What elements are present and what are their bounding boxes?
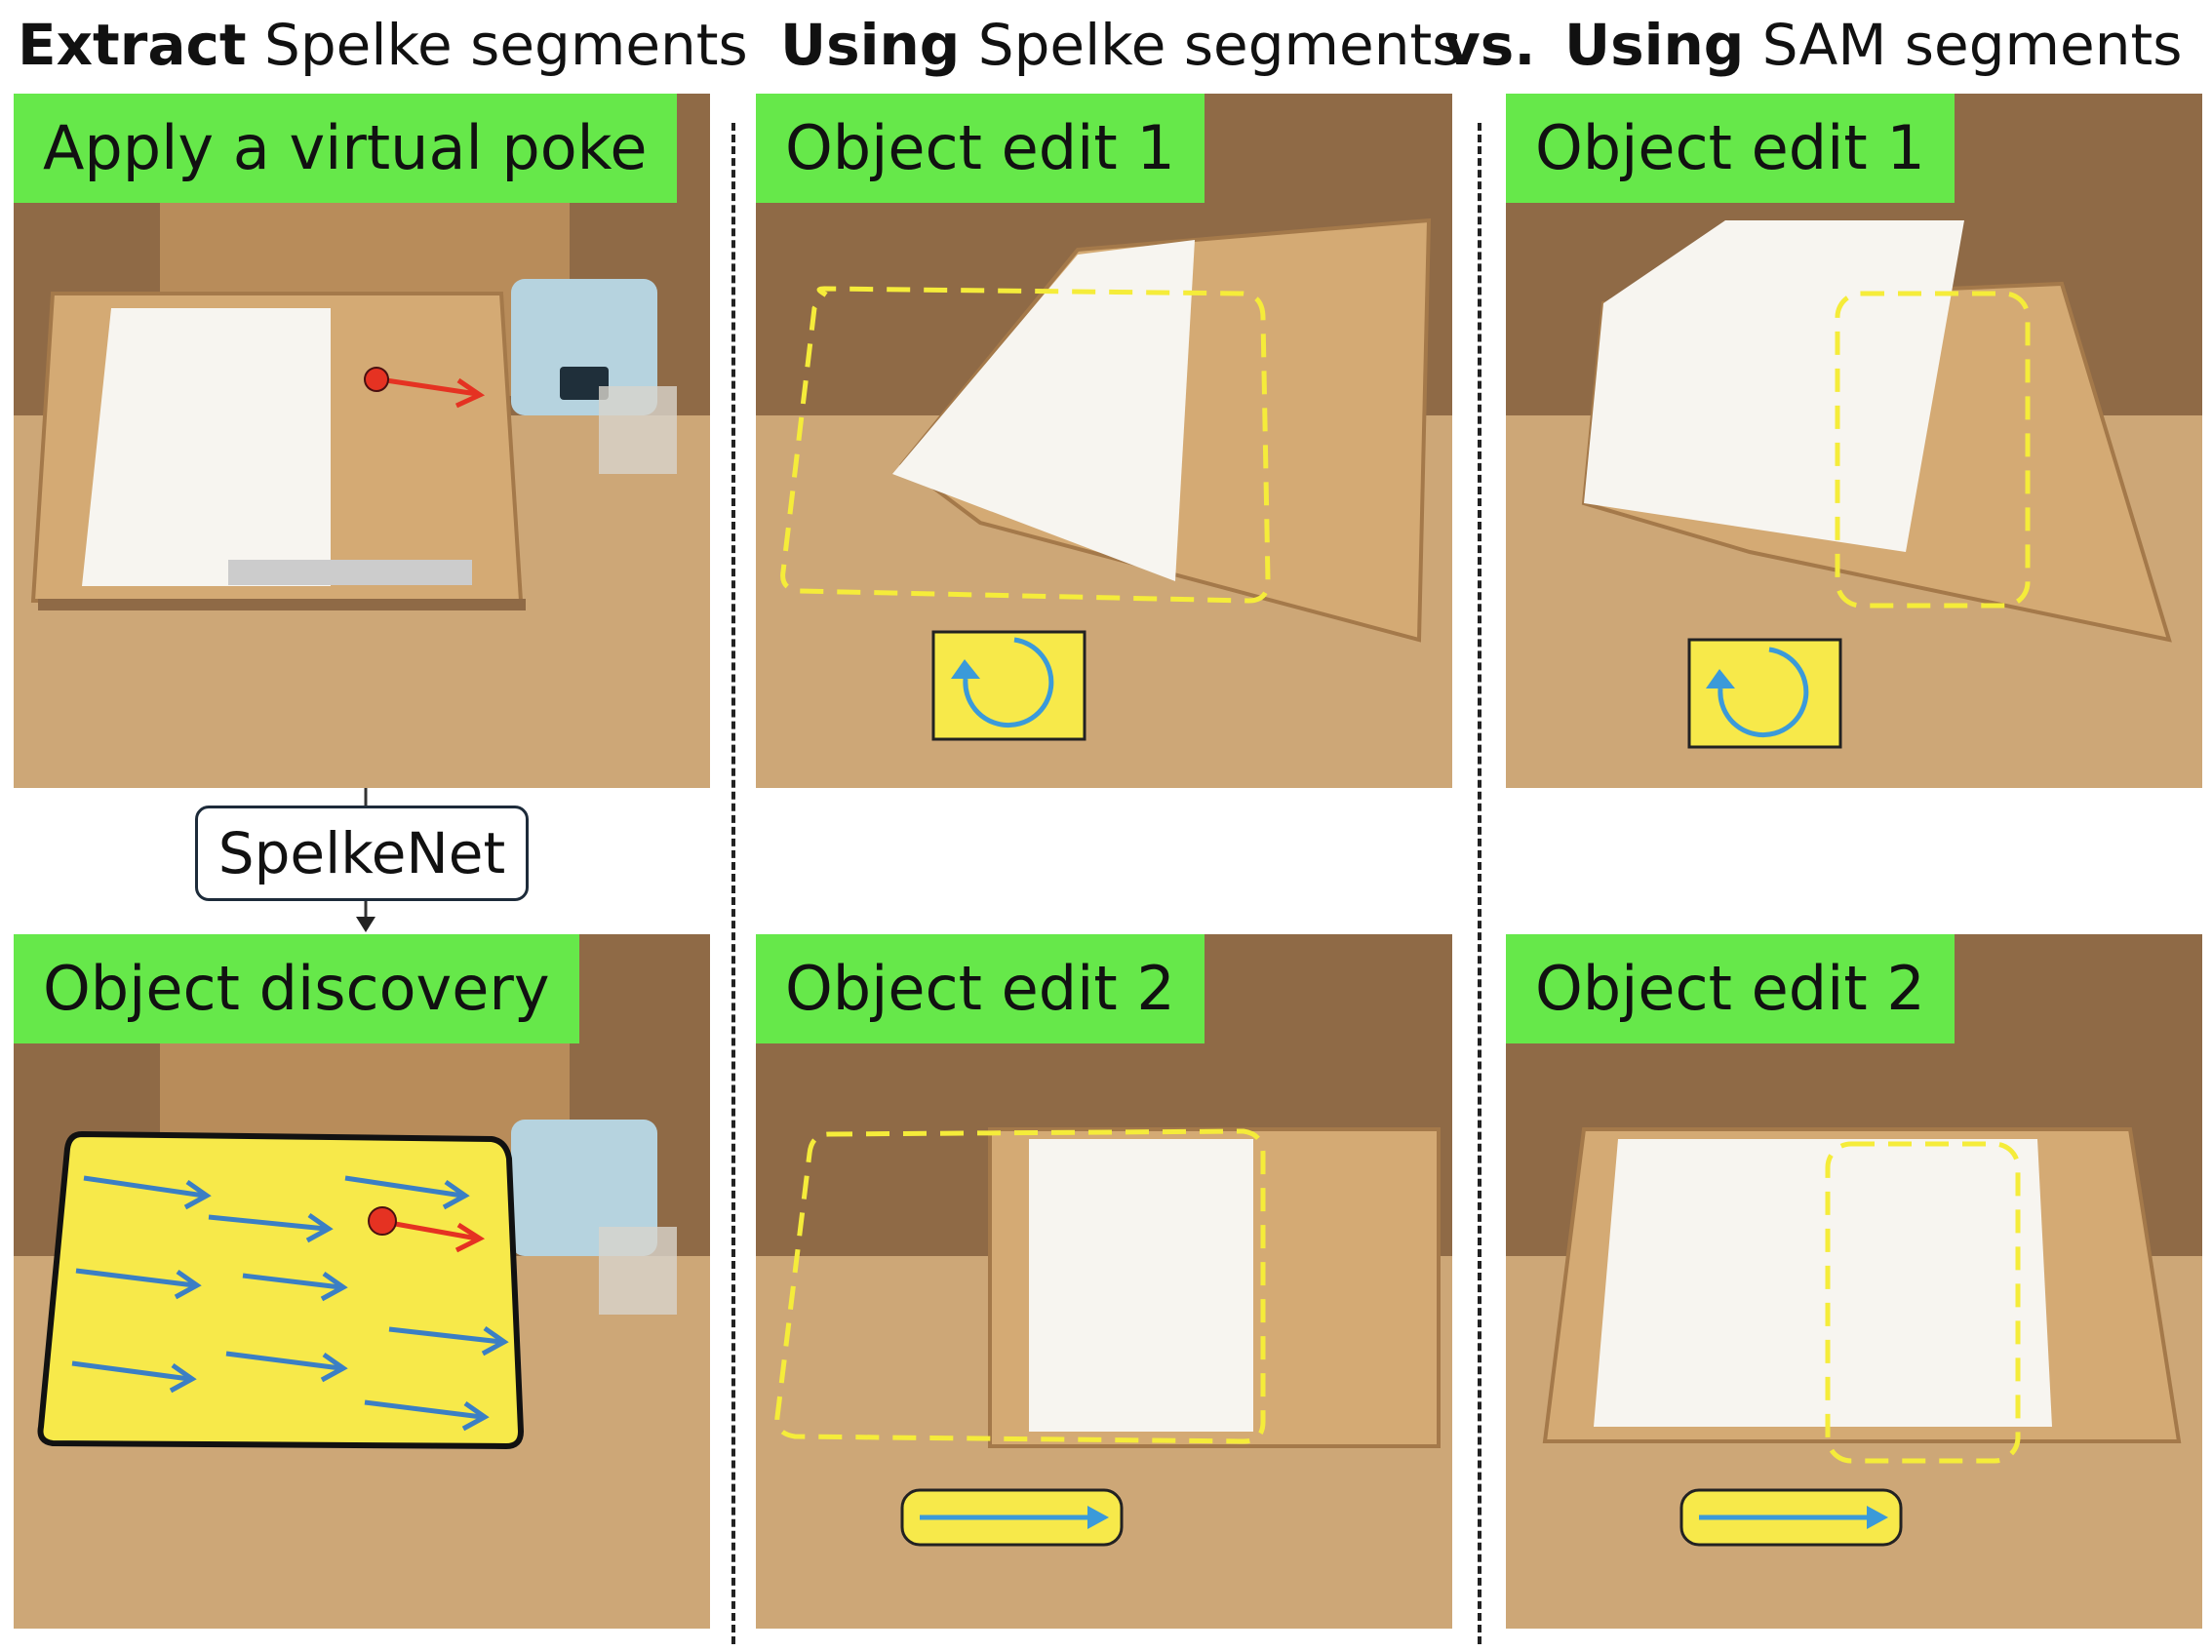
header-extract: Extract Spelke segments (18, 12, 748, 78)
label-object-discovery: Object discovery (14, 934, 579, 1043)
panel-spelke-edit-1: Object edit 1 (756, 94, 1452, 788)
scene-desk-discovery (14, 934, 710, 1629)
spelke-segment-outline (774, 1128, 1266, 1444)
header-vs: vs. (1443, 12, 1536, 78)
label-sam-edit-1: Object edit 1 (1506, 94, 1955, 203)
panel-sam-edit-1: Object edit 1 (1506, 94, 2202, 788)
header-using-sam: Using SAM segments (1564, 12, 2183, 78)
rotate-arrow-icon (1718, 647, 1809, 737)
header-using-spelke: Using Spelke segments (780, 12, 1462, 78)
rotate-action-box (1687, 638, 1842, 749)
panel-virtual-poke: Apply a virtual poke (14, 94, 710, 788)
scene-translated-stand (756, 934, 1452, 1629)
paper-sheet (82, 308, 331, 586)
sam-paper-sheet (1584, 220, 1964, 552)
arrow-down-icon (356, 917, 375, 932)
scene-rotated-stand (756, 94, 1452, 788)
scene-sam-rotated (1506, 94, 2202, 788)
rice-cooker (511, 279, 657, 415)
panel-object-discovery: Object discovery (14, 934, 710, 1629)
panel-spelke-edit-2: Object edit 2 (756, 934, 1452, 1629)
rotate-arrow-icon (963, 637, 1054, 728)
label-apply-virtual-poke: Apply a virtual poke (14, 94, 677, 203)
spelkenet-box: SpelkeNet (195, 806, 529, 901)
label-sam-edit-2: Object edit 2 (1506, 934, 1955, 1043)
discovered-segment (37, 1130, 525, 1450)
panel-sam-edit-2: Object edit 2 (1506, 934, 2202, 1629)
label-spelke-edit-2: Object edit 2 (756, 934, 1205, 1043)
scene-sam-translated (1506, 934, 2202, 1629)
sam-segment-outline (1825, 1141, 2021, 1464)
sam-segment-outline (1835, 291, 2031, 609)
rotate-action-box (931, 630, 1086, 741)
spelke-segment-outline (780, 286, 1271, 604)
separator-right (1478, 123, 1481, 1644)
label-spelke-edit-1: Object edit 1 (756, 94, 1205, 203)
separator-left (731, 123, 735, 1644)
